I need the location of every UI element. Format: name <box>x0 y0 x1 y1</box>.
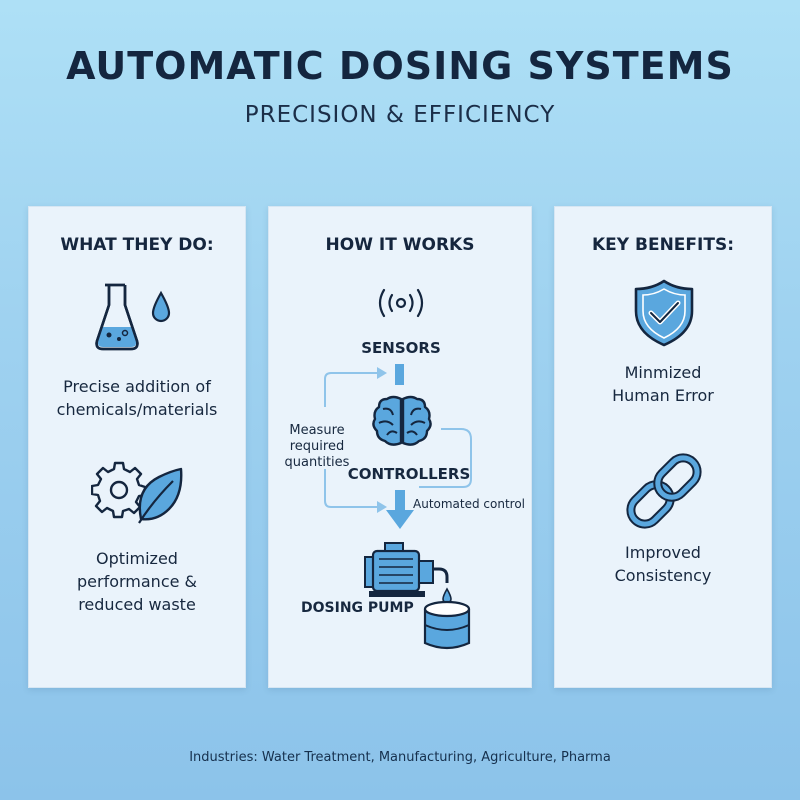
dosing-pump-label: DOSING PUMP <box>301 600 414 616</box>
key-benefits-panel: KEY BENEFITS: Minmized Human Error Impro… <box>554 206 772 688</box>
measure-label: Measure required quantities <box>284 423 350 470</box>
how-it-works-panel: HOW IT WORKS SENSORS Measure required qu… <box>268 206 532 688</box>
signal-icon <box>378 288 424 318</box>
key-benefits-title: KEY BENEFITS: <box>591 235 734 255</box>
pump-tank-icon <box>364 542 471 650</box>
automated-control-label: Automated control <box>413 497 526 511</box>
sensors-label: SENSORS <box>361 339 441 357</box>
flask-droplet-icon <box>95 283 171 351</box>
key-benefits-text-2: Improved Consistency <box>614 543 712 585</box>
chain-link-icon <box>626 453 702 529</box>
page-title: AUTOMATIC DOSING SYSTEMS <box>66 44 734 88</box>
industries-footer: Industries: Water Treatment, Manufacturi… <box>189 750 611 765</box>
page-subtitle: PRECISION & EFFICIENCY <box>244 102 556 128</box>
key-benefits-text-1: Minmized Human Error <box>612 363 714 405</box>
what-they-do-text-2: Optimized performance & reduced waste <box>76 549 198 614</box>
flow-connectors <box>324 364 472 529</box>
what-they-do-title: WHAT THEY DO: <box>60 235 214 255</box>
shield-check-icon <box>634 279 694 347</box>
brain-icon <box>372 395 432 446</box>
what-they-do-panel: WHAT THEY DO: Precise addition of chemic… <box>28 206 246 688</box>
controllers-label: CONTROLLERS <box>347 465 471 483</box>
gear-leaf-icon <box>91 461 183 524</box>
how-it-works-title: HOW IT WORKS <box>325 235 475 255</box>
what-they-do-text-1: Precise addition of chemicals/materials <box>56 377 218 419</box>
